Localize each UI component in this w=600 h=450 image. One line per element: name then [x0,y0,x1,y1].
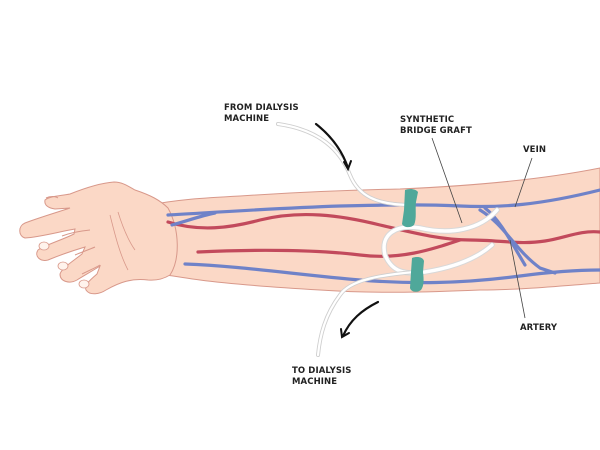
fingernail [38,241,50,251]
fingernail [78,279,90,289]
knuckle-line [117,211,136,251]
arm [19,167,600,295]
synthetic-graft [381,207,500,276]
tube-out [316,270,417,357]
arrow-in-head [343,160,352,172]
leader-graft [431,137,463,224]
finger-crease [61,229,91,237]
finger-crease [81,264,101,275]
leader-lines [431,137,533,319]
label-synthetic-bridge-graft: SYNTHETIC BRIDGE GRAFT [400,115,472,136]
forearm-skin [149,167,600,293]
tube-in [276,122,414,207]
label-to-dialysis-machine: TO DIALYSIS MACHINE [292,366,352,387]
vein-upper-branch [170,211,217,227]
fingernail [57,261,69,271]
graft-loop [382,208,499,275]
thumb-nail [45,196,59,199]
arrow-in-icon [314,122,350,170]
finger-crease [74,246,96,256]
knuckle-line [109,214,129,271]
dialysis-tubes [276,122,417,357]
arrow-out-head [340,328,350,339]
label-vein: VEIN [523,145,547,155]
needle-clamps [402,188,424,292]
vein-cross [483,206,527,267]
label-artery: ARTERY [520,323,558,333]
leader-artery [509,239,526,319]
label-from-dialysis-machine: FROM DIALYSIS MACHINE [224,103,299,124]
leader-vein [514,157,533,208]
hand [19,181,178,295]
vein-lower [183,262,600,285]
arrow-out-icon [341,300,380,338]
flow-arrows [314,122,380,339]
artery-lower [196,238,462,258]
clamp-lower [410,257,424,292]
clamp-upper [402,188,418,228]
